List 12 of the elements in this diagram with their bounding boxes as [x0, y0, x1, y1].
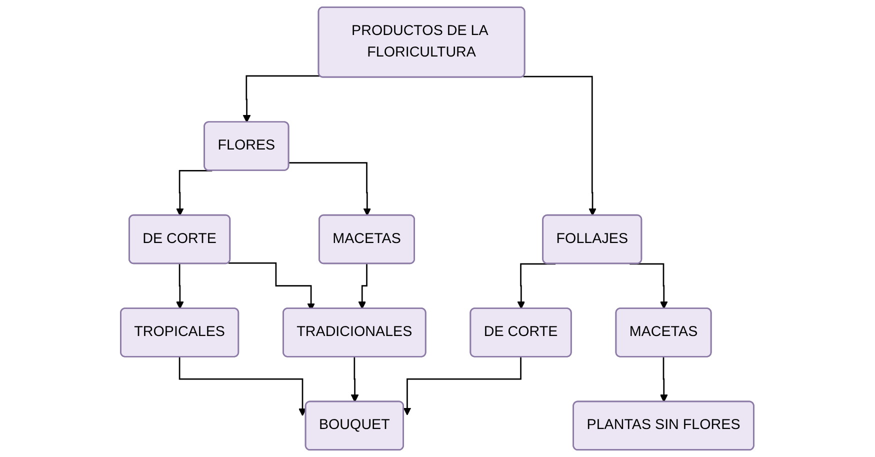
arrow: [176, 170, 212, 216]
arrow: [351, 356, 360, 402]
arrow: [358, 263, 368, 310]
arrow: [404, 356, 522, 416]
arrow: [518, 263, 556, 310]
arrow: [660, 356, 668, 402]
arrow: [630, 263, 668, 310]
arrow: [179, 356, 307, 416]
arrow: [289, 162, 372, 216]
arrow: [176, 263, 184, 310]
arrow: [524, 76, 597, 216]
arrow: [243, 75, 320, 123]
